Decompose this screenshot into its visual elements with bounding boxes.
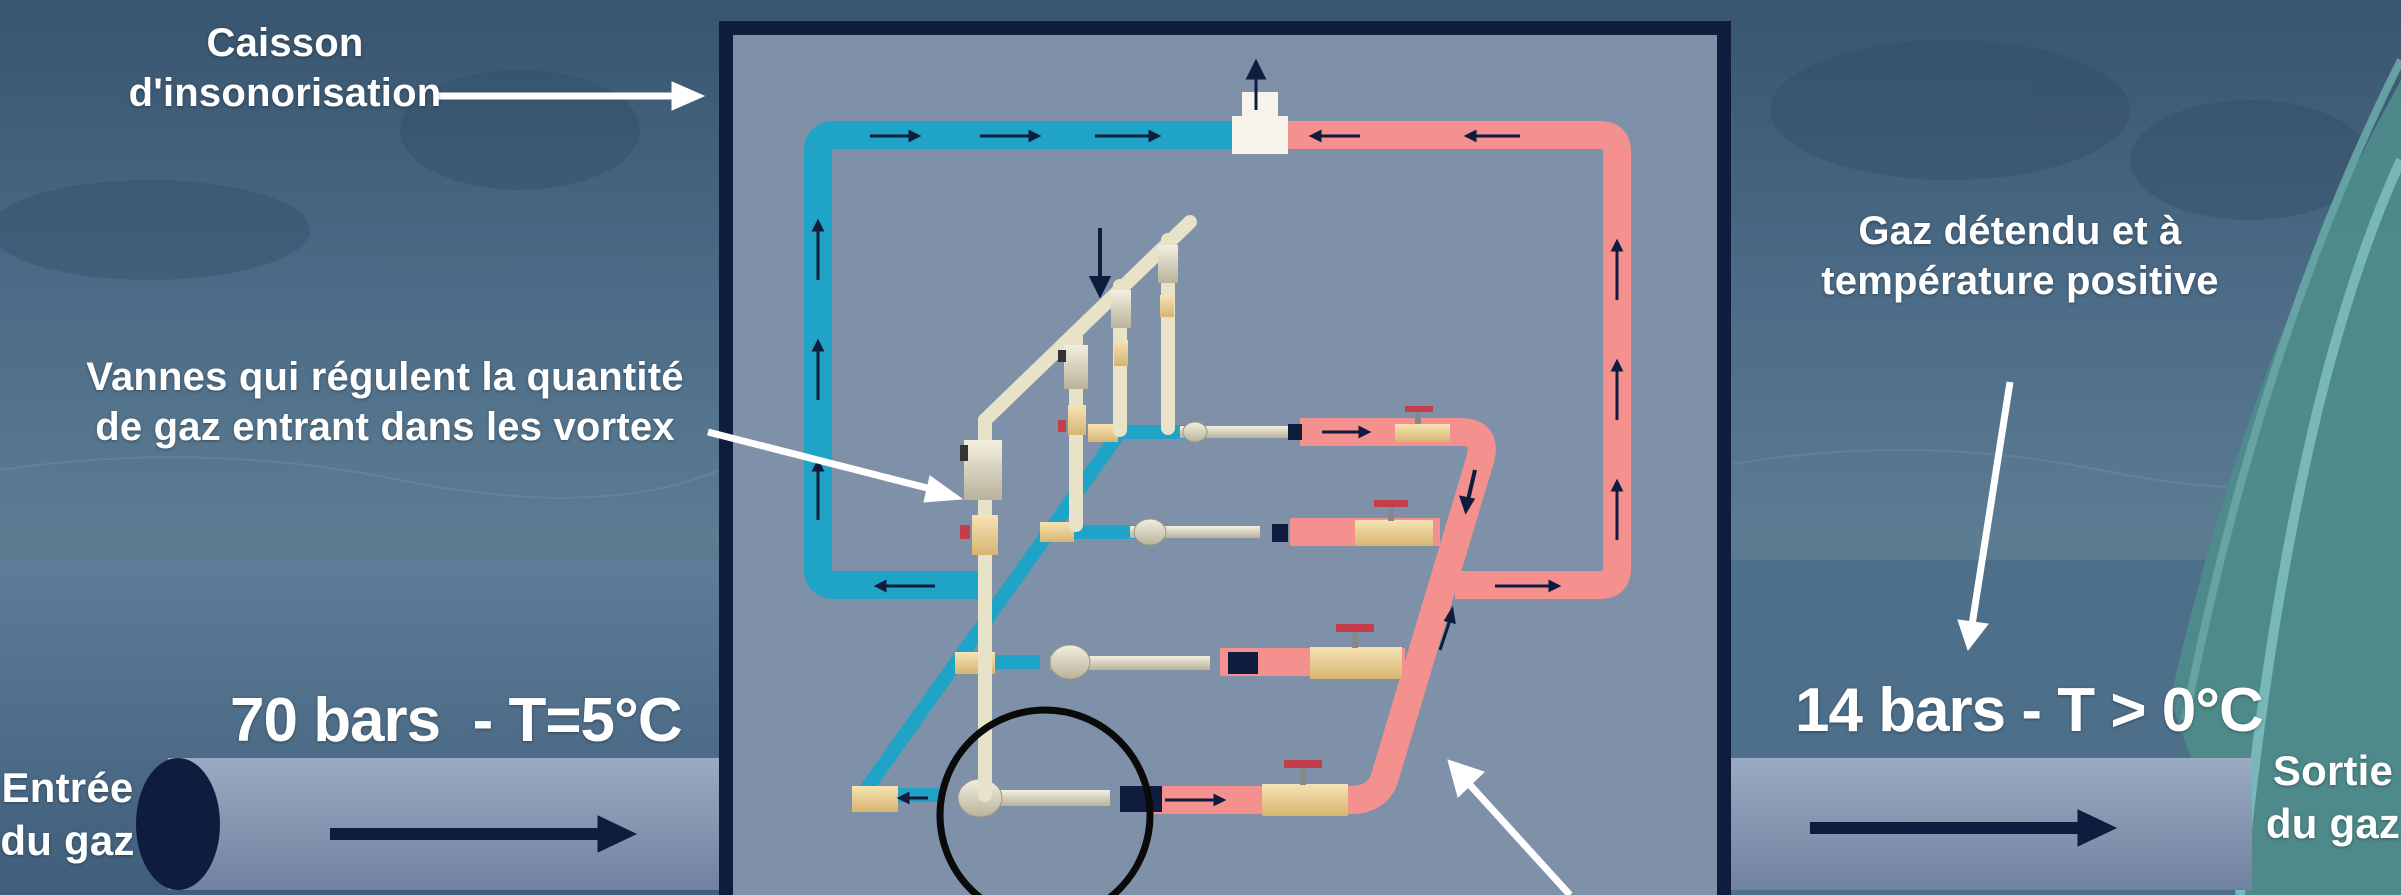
entree-line-1: Entrée (0, 762, 135, 815)
sortie-line-2: du gaz (2265, 798, 2401, 851)
caisson-label: Caisson d'insonorisation (120, 18, 450, 118)
vannes-line-1: Vannes qui régulent la quantité (70, 352, 700, 402)
inlet-pressure-label: 70 bars - T=5°C (230, 682, 650, 760)
sortie-line-1: Sortie (2265, 745, 2401, 798)
entree-line-2: du gaz (0, 815, 135, 868)
entree-label: Entrée du gaz (0, 762, 135, 867)
gaz-detendu-label: Gaz détendu et à température positive (1800, 206, 2240, 306)
gaz-detendu-line-2: température positive (1800, 256, 2240, 306)
vannes-line-2: de gaz entrant dans les vortex (70, 402, 700, 452)
inlet-pipe (136, 758, 738, 890)
gaz-detendu-line-1: Gaz détendu et à (1800, 206, 2240, 256)
outlet-pressure-label: 14 bars - T > 0°C (1795, 672, 2215, 750)
outlet-tee (1232, 116, 1288, 154)
vannes-label: Vannes qui régulent la quantité de gaz e… (70, 352, 700, 452)
caisson-text: Caisson d'insonorisation (120, 18, 450, 118)
sortie-label: Sortie du gaz (2265, 745, 2401, 850)
